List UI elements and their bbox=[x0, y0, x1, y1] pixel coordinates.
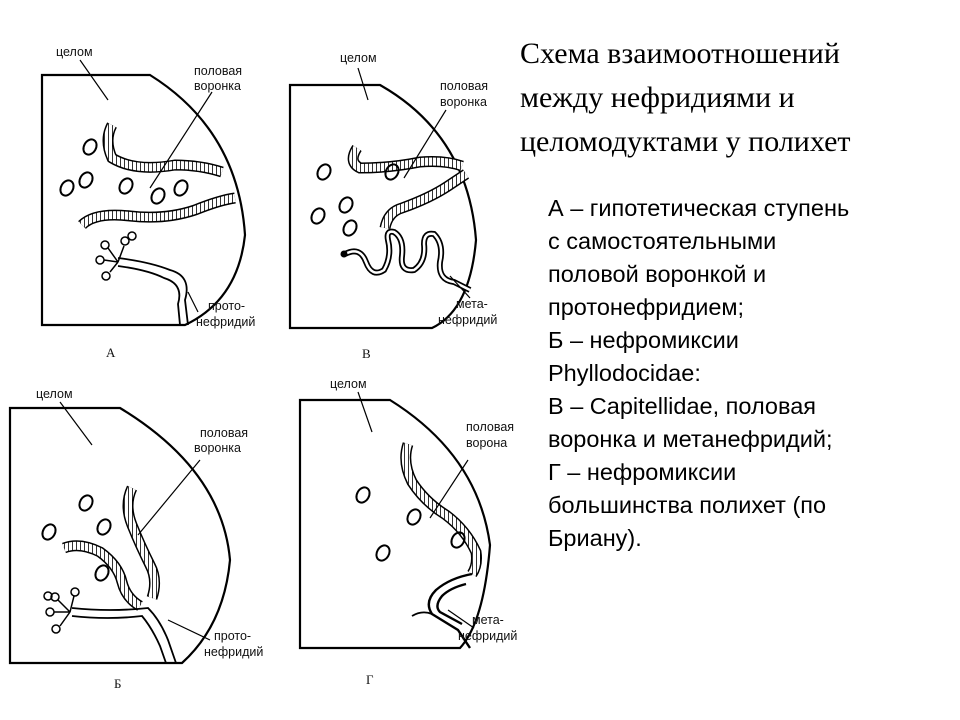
solenocyte-cluster bbox=[43, 587, 80, 634]
legend-line: В – Capitellidae, половая bbox=[548, 393, 817, 419]
nephridium-label-2: нефридий bbox=[458, 629, 517, 643]
panel-letter: А bbox=[106, 345, 116, 360]
legend-line: с самостоятельными bbox=[548, 228, 777, 254]
slide-title: Схема взаимоотношений между нефридиями и… bbox=[520, 32, 950, 164]
funnel-label-2: воронка bbox=[194, 79, 241, 93]
panel-letter: Г bbox=[366, 672, 374, 687]
funnel-label-1: половая bbox=[466, 420, 514, 434]
diagram-panels: целом половая воронка прото- нефридий А … bbox=[8, 45, 517, 691]
funnel-label-2: воронка bbox=[194, 441, 241, 455]
legend-line: А – гипотетическая ступень bbox=[548, 195, 850, 221]
legend-line: Г – нефромиксии bbox=[548, 459, 737, 485]
legend-line: половой воронкой и bbox=[548, 261, 767, 287]
coelom-cells bbox=[355, 486, 466, 562]
legend-line: Б – нефромиксии bbox=[548, 327, 739, 353]
coelom-boundary bbox=[40, 73, 247, 327]
panel-letter: В bbox=[362, 346, 371, 361]
funnel-label-2: воронка bbox=[440, 95, 487, 109]
coelom-label: целом bbox=[36, 387, 73, 401]
legend-line: Phyllodocidae: bbox=[548, 360, 701, 386]
legend-line: большинства полихет (по bbox=[548, 492, 827, 518]
legend-line: протонефридием; bbox=[548, 294, 745, 320]
panel-a: целом половая воронка прото- нефридий А bbox=[40, 45, 255, 360]
nephridium-label-2: нефридий bbox=[438, 313, 497, 327]
funnel-label-1: половая bbox=[440, 79, 488, 93]
coelom-cells bbox=[41, 494, 112, 582]
coelom-cells bbox=[59, 138, 189, 205]
coelom-label: целом bbox=[330, 377, 367, 391]
legend-line: воронка и метанефридий; bbox=[548, 426, 833, 452]
title-line: целомодуктами у полихет bbox=[520, 125, 851, 158]
protonephridium-duct bbox=[71, 607, 177, 664]
nephridium-label-1: прото- bbox=[208, 299, 245, 313]
solenocyte-cluster bbox=[95, 231, 137, 281]
panel-letter: Б bbox=[114, 676, 121, 691]
panel-b: целом половая воронка прото- нефридий Б bbox=[8, 387, 263, 691]
funnel-label-2: ворона bbox=[466, 436, 507, 450]
nephridium-label-1: мета- bbox=[472, 613, 504, 627]
coelom-label: целом bbox=[340, 51, 377, 65]
title-line: между нефридиями и bbox=[520, 81, 795, 114]
funnel-label-1: половая bbox=[200, 426, 248, 440]
funnel-label-1: половая bbox=[194, 64, 242, 78]
nephridium-label-2: нефридий bbox=[196, 315, 255, 329]
panel-v: целом половая воронка мета- нефридий В bbox=[288, 51, 497, 361]
protonephridium-duct bbox=[117, 257, 189, 326]
panel-g: целом половая ворона мета- нефридий Г bbox=[298, 377, 517, 687]
coelom-boundary bbox=[288, 83, 478, 330]
nephridium-label-1: прото- bbox=[214, 629, 251, 643]
coelom-label: целом bbox=[56, 45, 93, 59]
metanephridium-duct bbox=[427, 572, 473, 649]
nephridium-label-1: мета- bbox=[456, 297, 488, 311]
coelom-cells bbox=[310, 163, 400, 237]
legend-line: Бриану). bbox=[548, 525, 642, 551]
title-line: Схема взаимоотношений bbox=[520, 37, 840, 70]
coelom-boundary bbox=[8, 406, 232, 665]
coelom-boundary bbox=[298, 398, 492, 650]
nephridium-label-2: нефридий bbox=[204, 645, 263, 659]
legend-text: А – гипотетическая ступень с самостоятел… bbox=[548, 192, 948, 555]
